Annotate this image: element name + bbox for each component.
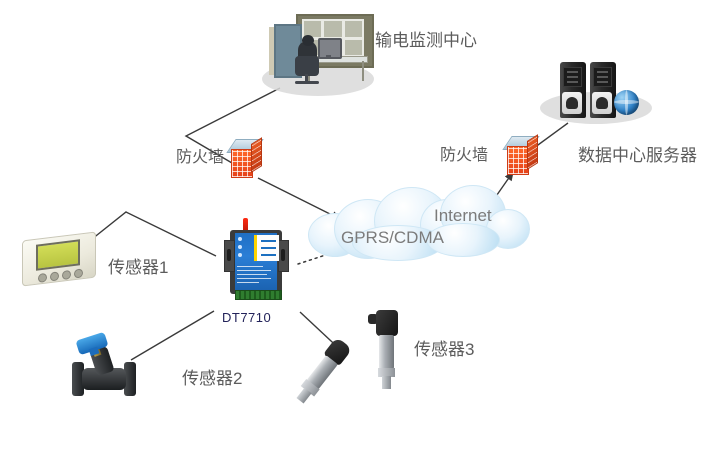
data-center-server-label: 数据中心服务器 (578, 146, 697, 165)
server-bay-2 (593, 67, 612, 87)
sensor3-icon[interactable] (296, 310, 428, 404)
cloud-gprs-label: GPRS/CDMA (341, 228, 444, 247)
monitoring-center-icon[interactable] (262, 8, 374, 96)
monitoring-center-label: 输电监测中心 (375, 31, 477, 50)
firewall-front-bricks-left (231, 149, 253, 178)
antenna-icon (243, 218, 248, 234)
firewall-left-icon[interactable] (226, 137, 264, 181)
valve-body (82, 368, 126, 390)
firewall-side-bricks-right (527, 134, 538, 170)
dtu-brand-label (254, 235, 279, 261)
dtu-status-leds (238, 237, 242, 261)
data-center-server-icon[interactable] (542, 58, 650, 130)
globe-icon (614, 90, 639, 115)
sensor1-icon[interactable] (18, 231, 98, 288)
firewall-front-bricks-right (507, 146, 529, 175)
firewall-side-bricks-left (251, 137, 262, 173)
office-chair (295, 56, 319, 76)
control-room-partition (269, 27, 277, 75)
transmitter1-connector (368, 314, 378, 324)
cloud-puff-8 (426, 223, 500, 257)
operator-head (302, 35, 314, 46)
dtu-spec-text (237, 266, 275, 286)
transmitter1-head (376, 310, 398, 336)
link-firewall-cloud (257, 177, 342, 220)
sensor2-icon[interactable] (62, 331, 154, 408)
firewall-right-label: 防火墙 (440, 147, 489, 164)
dtu-module-icon[interactable] (216, 218, 300, 304)
sensor1-label: 传感器1 (108, 258, 169, 277)
dtu-label: DT7710 (222, 310, 272, 325)
dtu-bracket-right (278, 240, 289, 272)
sensor2-label: 传感器2 (182, 369, 243, 388)
chair-base (295, 81, 319, 84)
cloud-internet-label: Internet (434, 206, 492, 225)
server-bay-1 (563, 67, 582, 87)
transmitter1-body (379, 335, 394, 369)
firewall-right-icon[interactable] (502, 134, 540, 178)
server-vent-2 (592, 92, 612, 114)
sensor3-label: 传感器3 (414, 340, 475, 359)
dtu-terminal-block (235, 290, 282, 300)
monitor-stand (326, 55, 331, 59)
transmitter1-tip (382, 376, 391, 389)
dtu-bracket-left (224, 240, 235, 272)
link-sensor1-dtu (81, 211, 217, 257)
link-sensor2-dtu (130, 310, 215, 361)
server-vent-1 (562, 92, 582, 114)
server-tower-1 (560, 62, 586, 118)
network-cloud-icon[interactable] (308, 185, 530, 265)
transmitter1-nut (378, 368, 395, 377)
chair-post (305, 74, 308, 83)
firewall-left-label: 防火墙 (176, 149, 225, 166)
server-tower-2 (590, 62, 616, 118)
valve-flange-right (124, 362, 136, 396)
link-center-firewall (184, 87, 281, 164)
valve-flange-left (72, 362, 84, 396)
desk-leg-right (362, 61, 364, 81)
